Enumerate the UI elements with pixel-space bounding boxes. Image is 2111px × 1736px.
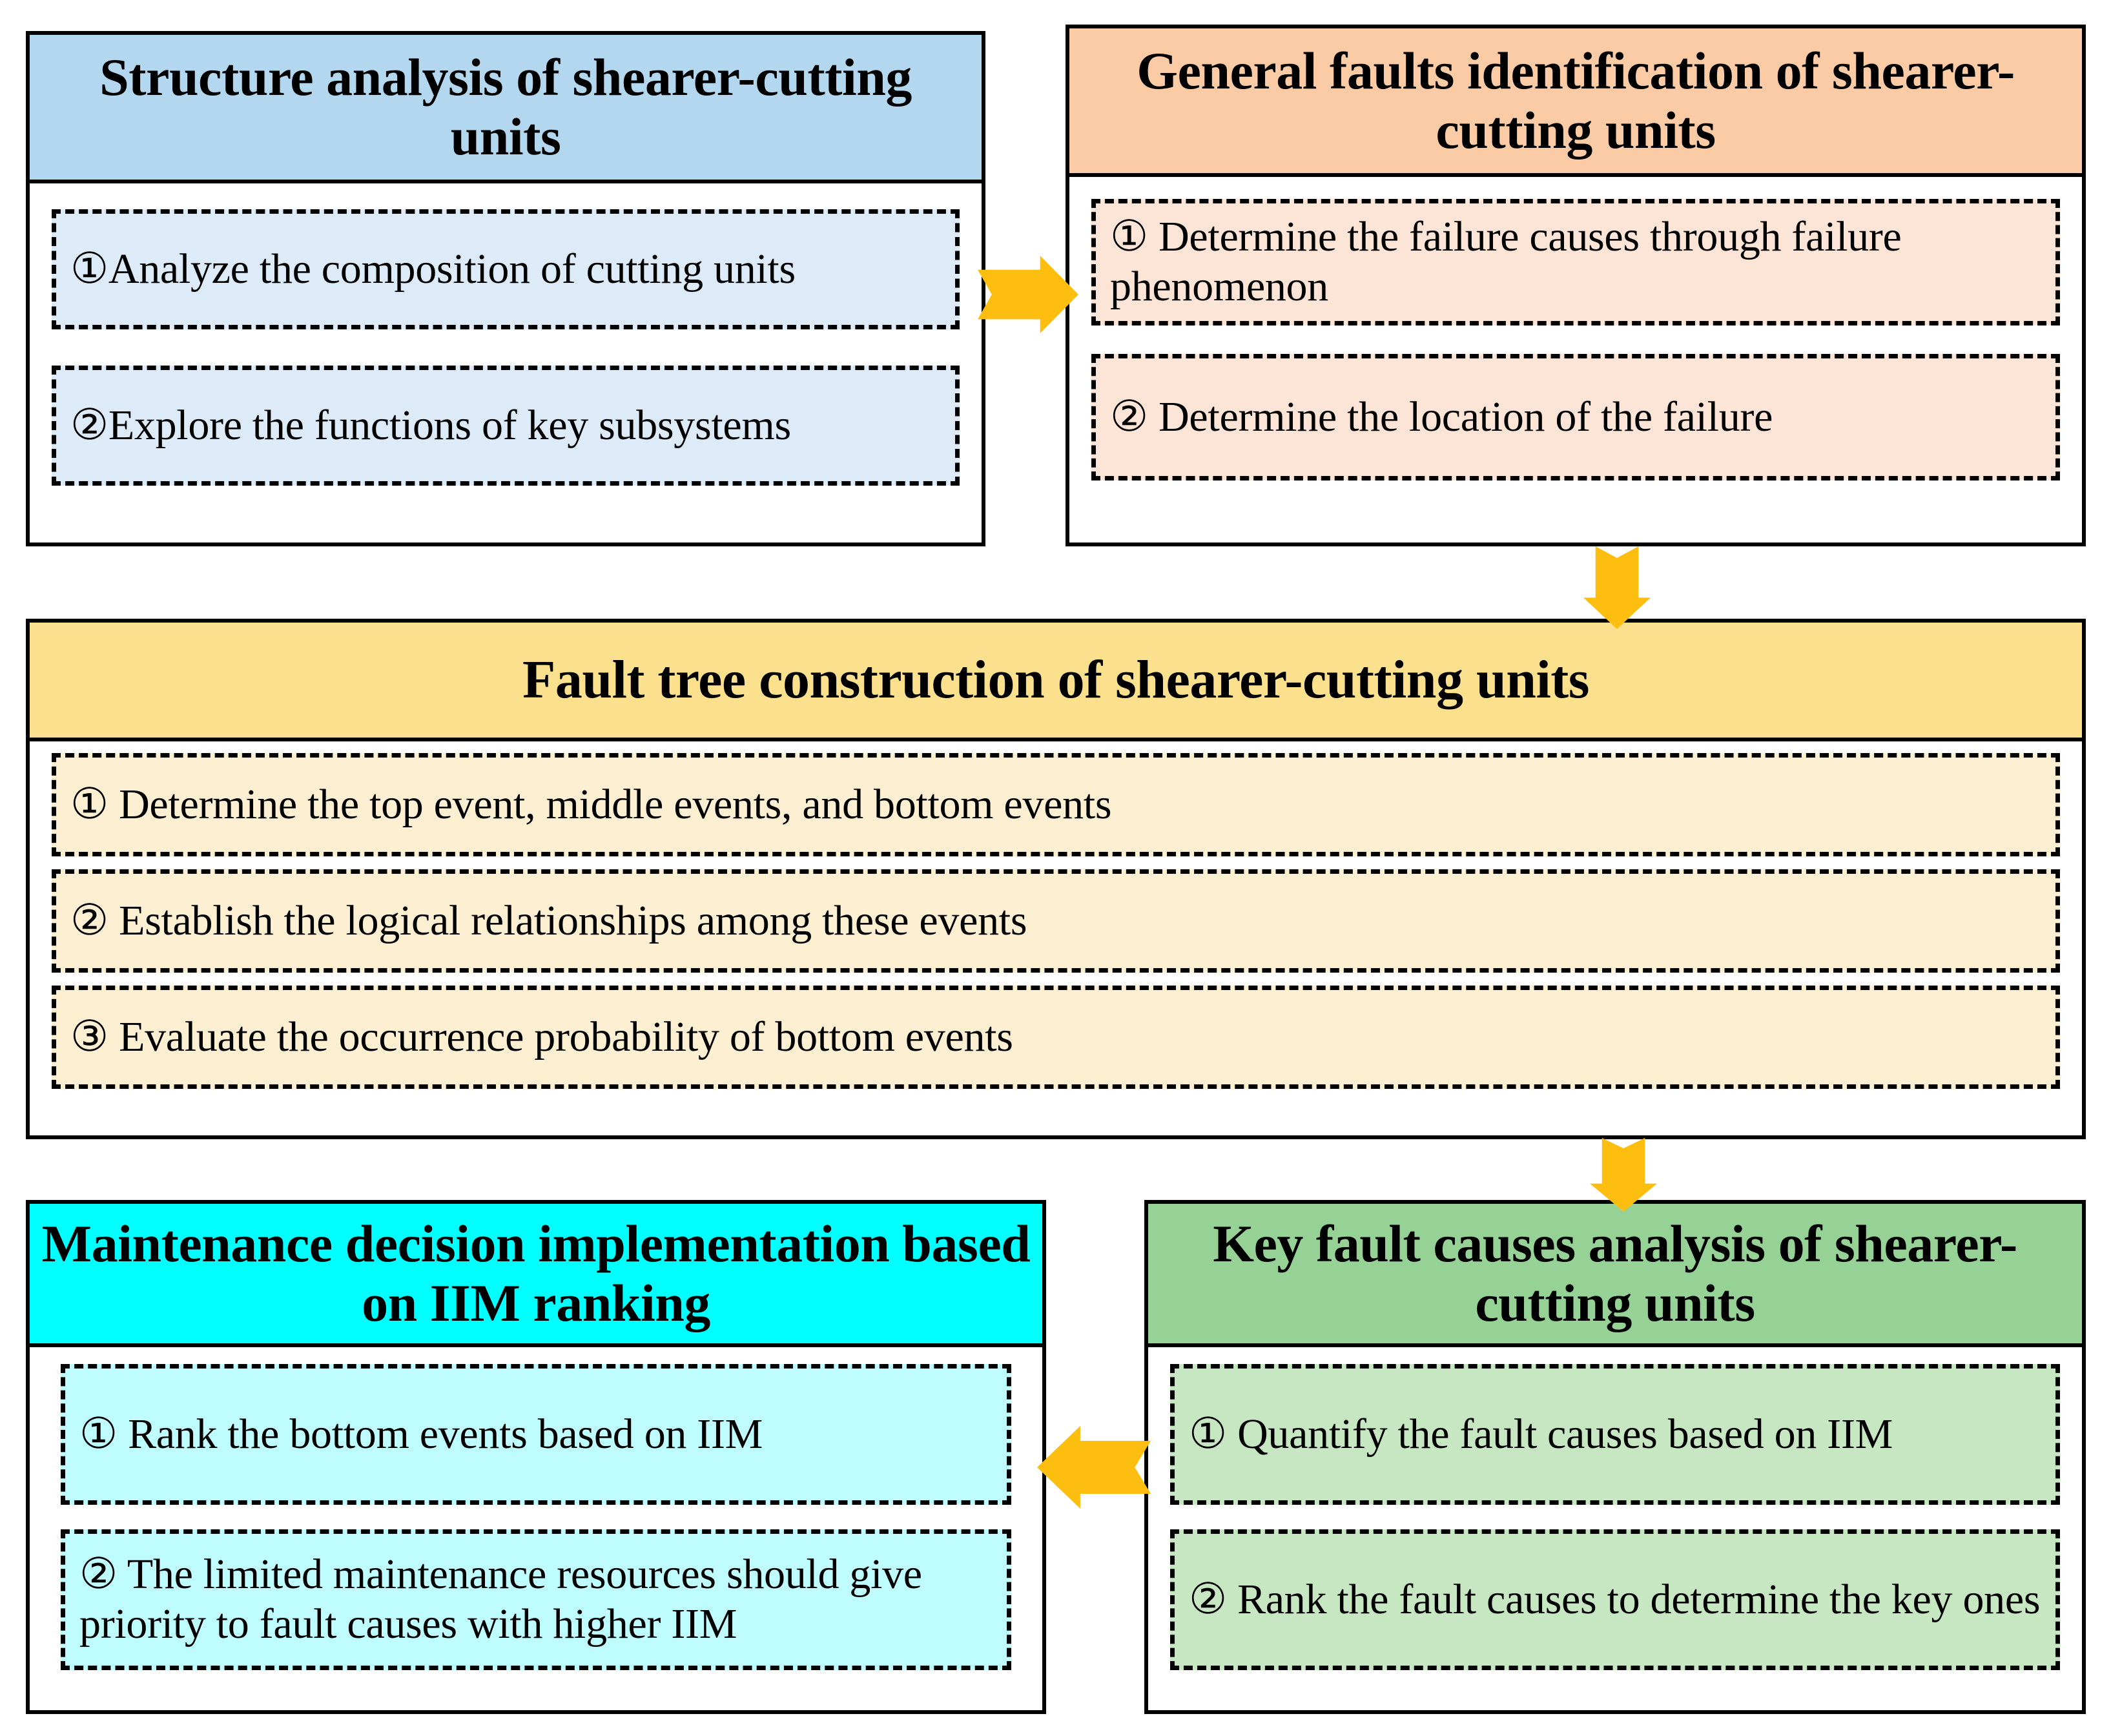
box-maintenance-decision-implementation-title: Maintenance decision implementation base… bbox=[30, 1204, 1042, 1347]
list-item: ① Determine the top event, middle events… bbox=[52, 753, 2060, 856]
box-general-faults-identification-title: General faults identification of shearer… bbox=[1069, 28, 2082, 177]
list-item-text: ② Rank the fault causes to determine the… bbox=[1189, 1575, 2041, 1623]
list-item: ② Rank the fault causes to determine the… bbox=[1170, 1529, 2060, 1670]
list-item: ② The limited maintenance resources shou… bbox=[61, 1529, 1011, 1670]
list-item: ① Quantify the fault causes based on IIM bbox=[1170, 1364, 2060, 1505]
box-key-fault-causes-analysis-title: Key fault causes analysis of shearer-cut… bbox=[1148, 1204, 2082, 1347]
list-item-text: ①Analyze the composition of cutting unit… bbox=[70, 245, 796, 293]
box-fault-tree-construction-title: Fault tree construction of shearer-cutti… bbox=[30, 623, 2082, 741]
box-general-faults-identification-body: ① Determine the failure causes through f… bbox=[1069, 177, 2082, 542]
box-maintenance-decision-implementation: Maintenance decision implementation base… bbox=[26, 1200, 1046, 1714]
list-item: ② Establish the logical relationships am… bbox=[52, 869, 2060, 973]
box-fault-tree-construction-body: ① Determine the top event, middle events… bbox=[30, 741, 2082, 1135]
list-item-text: ③ Evaluate the occurrence probability of… bbox=[70, 1013, 1013, 1060]
box-maintenance-decision-implementation-body: ① Rank the bottom events based on IIM ② … bbox=[30, 1347, 1042, 1710]
list-item-text: ① Determine the top event, middle events… bbox=[70, 780, 1112, 828]
list-item-text: ① Quantify the fault causes based on IIM bbox=[1189, 1410, 1893, 1458]
list-item: ①Analyze the composition of cutting unit… bbox=[52, 209, 960, 329]
list-item-text: ② Determine the location of the failure bbox=[1110, 393, 1773, 440]
list-item-text: ① Rank the bottom events based on IIM bbox=[79, 1410, 763, 1458]
arrow-left-icon bbox=[1037, 1426, 1151, 1509]
box-structure-analysis-body: ①Analyze the composition of cutting unit… bbox=[30, 183, 982, 542]
arrow-down-icon bbox=[1583, 546, 1651, 629]
list-item-text: ②Explore the functions of key subsystems bbox=[70, 401, 791, 449]
box-general-faults-identification: General faults identification of shearer… bbox=[1066, 25, 2086, 546]
arrow-right-icon bbox=[978, 256, 1078, 333]
list-item: ① Rank the bottom events based on IIM bbox=[61, 1364, 1011, 1505]
list-item-text: ① Determine the failure causes through f… bbox=[1110, 213, 1902, 310]
box-key-fault-causes-analysis-body: ① Quantify the fault causes based on IIM… bbox=[1148, 1347, 2082, 1710]
list-item-text: ② Establish the logical relationships am… bbox=[70, 896, 1027, 944]
list-item-text: ② The limited maintenance resources shou… bbox=[79, 1551, 922, 1648]
list-item: ②Explore the functions of key subsystems bbox=[52, 366, 960, 486]
box-structure-analysis: Structure analysis of shearer-cutting un… bbox=[26, 31, 985, 546]
box-key-fault-causes-analysis: Key fault causes analysis of shearer-cut… bbox=[1144, 1200, 2086, 1714]
list-item: ② Determine the location of the failure bbox=[1091, 354, 2060, 480]
box-fault-tree-construction: Fault tree construction of shearer-cutti… bbox=[26, 619, 2086, 1139]
box-structure-analysis-title: Structure analysis of shearer-cutting un… bbox=[30, 35, 982, 183]
list-item: ③ Evaluate the occurrence probability of… bbox=[52, 986, 2060, 1089]
list-item: ① Determine the failure causes through f… bbox=[1091, 199, 2060, 326]
